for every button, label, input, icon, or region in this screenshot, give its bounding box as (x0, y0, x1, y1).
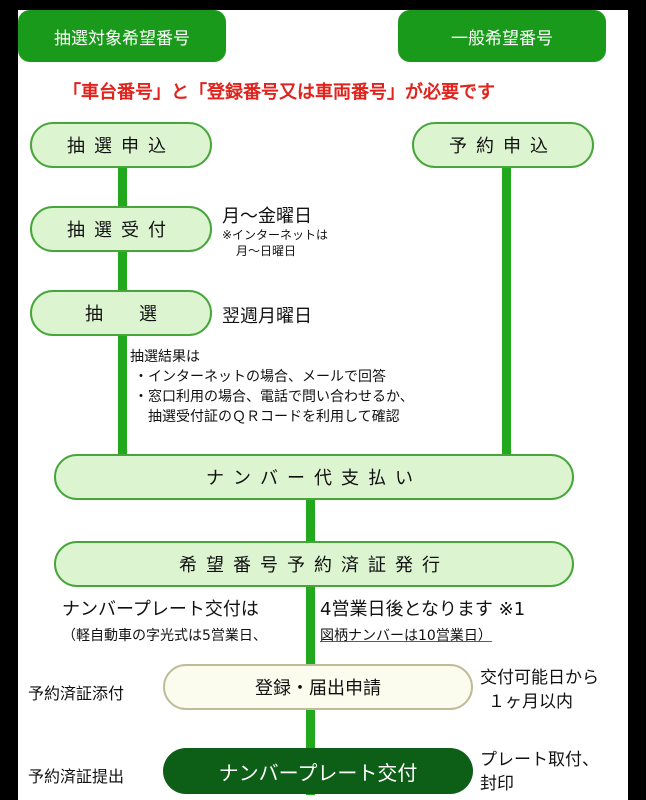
right-flow-line (502, 150, 511, 470)
plate-issue-step: ナンバープレート交付 (163, 748, 473, 794)
result-line-1: ・インターネットの場合、メールで回答 (134, 369, 386, 385)
lottery-apply-step: 抽選申込 (30, 122, 212, 168)
certificate-label: 希望番号予約済証発行 (179, 555, 449, 576)
center-flow-line (306, 495, 315, 795)
lottery-accept-label: 抽選受付 (67, 220, 175, 241)
general-number-tab-label: 一般希望番号 (451, 28, 553, 49)
plate-issue-label: ナンバープレート交付 (218, 760, 418, 785)
lottery-target-tab[interactable]: 抽選対象希望番号 (18, 10, 226, 62)
accept-net-note-1: ※インターネットは (222, 228, 329, 242)
lottery-apply-label: 抽選申込 (67, 136, 175, 157)
result-line-3: 抽選受付証のＱＲコードを利用して確認 (148, 409, 400, 425)
result-heading: 抽選結果は (130, 349, 200, 365)
lottery-target-tab-label: 抽選対象希望番号 (54, 28, 190, 49)
submit-label: 予約済証提出 (28, 767, 125, 786)
plate-note-b: 図柄ナンバーは10営業日） (320, 628, 492, 644)
flow-diagram: 抽選対象希望番号 一般希望番号 「車台番号」と「登録番号又は車両番号」が必要です… (18, 10, 628, 800)
registration-label: 登録・届出申請 (255, 678, 381, 699)
plate-issue-note-1: プレート取付、 (480, 750, 599, 770)
general-number-tab[interactable]: 一般希望番号 (398, 10, 606, 62)
lottery-day: 翌週月曜日 (222, 306, 312, 327)
attach-label: 予約済証添付 (28, 684, 125, 703)
plate-issue-note-2: 封印 (480, 774, 514, 794)
plate-delivery-b: 4営業日後となります ※1 (320, 599, 526, 620)
certificate-step: 希望番号予約済証発行 (54, 541, 574, 587)
plate-delivery-a: ナンバープレート交付は (62, 599, 259, 620)
lottery-accept-step: 抽選受付 (30, 206, 212, 252)
result-line-2: ・窓口利用の場合、電話で問い合わせるか、 (134, 389, 414, 405)
accept-days: 月～金曜日 (222, 206, 312, 227)
reserve-apply-label: 予約申込 (449, 136, 557, 157)
registration-note-2: １ヶ月以内 (488, 692, 573, 712)
registration-step: 登録・届出申請 (163, 664, 473, 710)
lottery-label: 抽 選 (85, 304, 157, 325)
reserve-apply-step: 予約申込 (412, 122, 594, 168)
requirement-note: 「車台番号」と「登録番号又は車両番号」が必要です (63, 82, 495, 103)
lottery-step: 抽 選 (30, 290, 212, 336)
payment-label: ナンバー代支払い (206, 468, 422, 489)
accept-net-note-2: 月～日曜日 (236, 244, 297, 258)
registration-note-1: 交付可能日から (480, 668, 599, 688)
payment-step: ナンバー代支払い (54, 454, 574, 500)
plate-note-a: （軽自動車の字光式は5営業日、 (62, 628, 267, 644)
